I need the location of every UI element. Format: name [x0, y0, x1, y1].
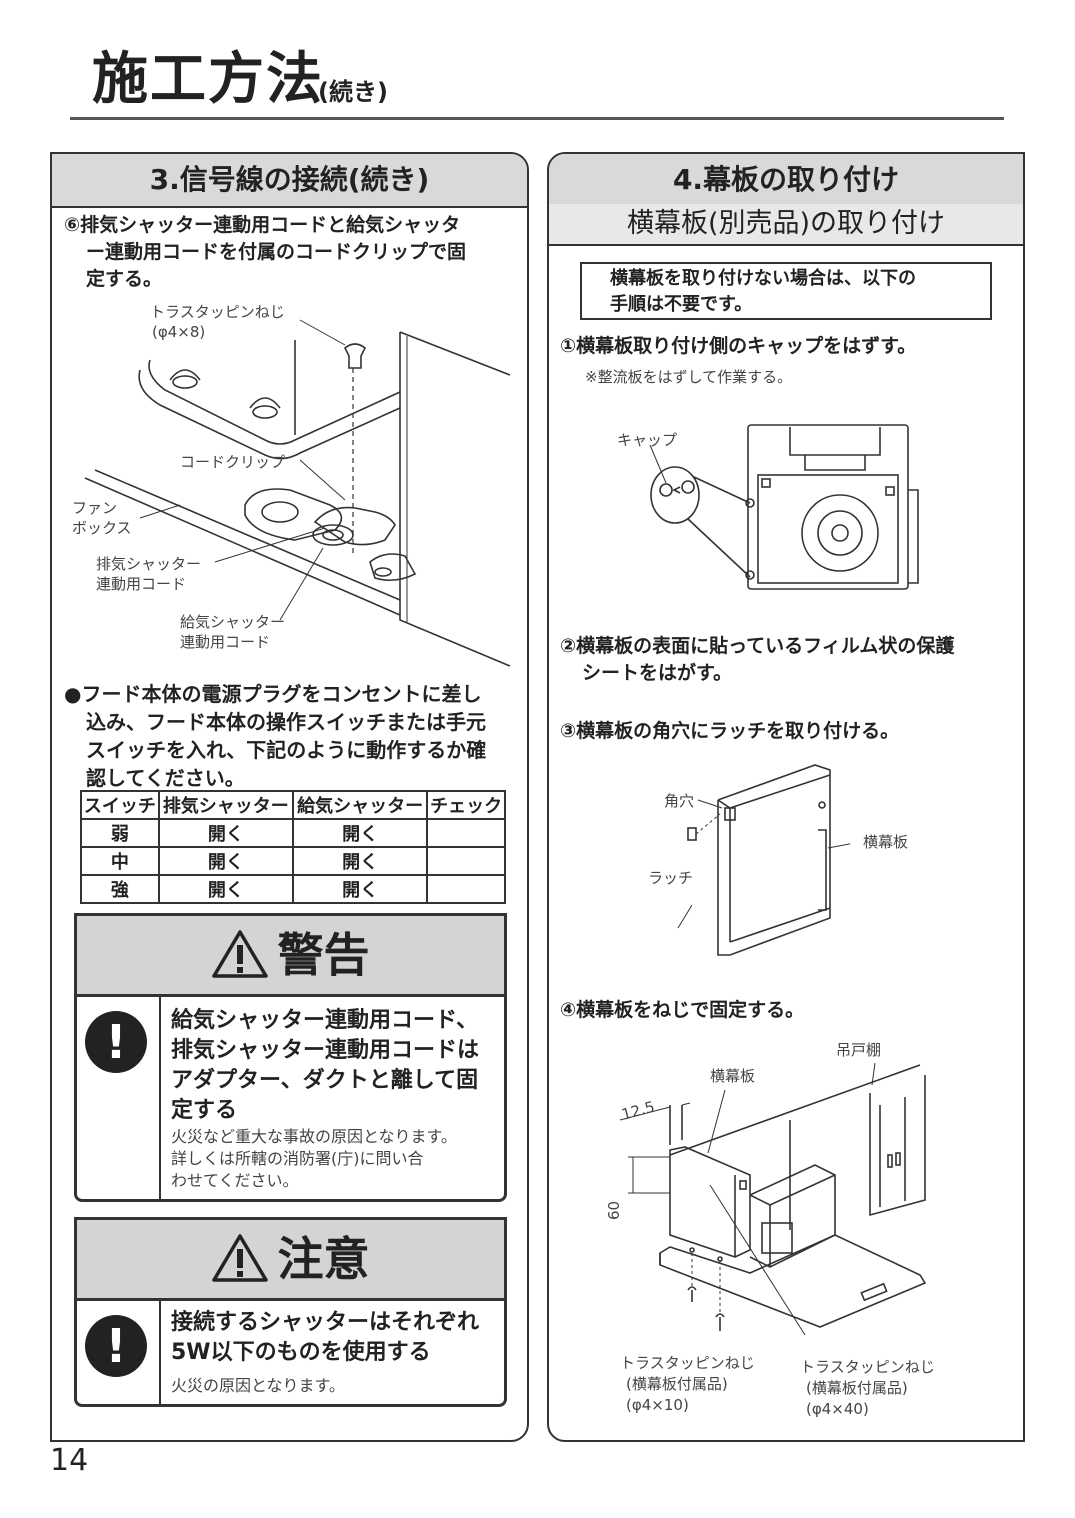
warning-main-text: 給気シャッター連動用コード、 排気シャッター連動用コードは アダプター、ダクトと… [171, 1008, 480, 1123]
caution-sub-text: 火災の原因となります。 [171, 1376, 345, 1395]
label-cabinet: 吊戸棚 [836, 1041, 882, 1059]
table-header-row: スイッチ 排気シャッター 給気シャッター チェック [80, 790, 506, 820]
step2-text: ②横幕板の表面に貼っているフィルム状の保護 シートをはがす。 [560, 635, 955, 684]
label-side-panel-2: 横幕板 [710, 1067, 756, 1085]
label-screw-10: トラスタッピンねじ (横幕板付属品) (φ4×10) [620, 1354, 755, 1414]
warning-sub-text: 火災など重大な事故の原因となります。 詳しくは所轄の消防署(庁)に問い合 わせて… [171, 1127, 457, 1190]
warning-side: ! [77, 997, 161, 1199]
step1-note: ※整流板をはずして作業する。 [585, 368, 793, 386]
cord-clip-figure [84, 319, 511, 667]
label-cap: キャップ [617, 431, 678, 449]
exclamation-icon: ! [85, 1011, 147, 1073]
label-cord-clip: コードクリップ [180, 453, 286, 471]
caution-title: 注意 [277, 1232, 370, 1286]
table-header: スイッチ [80, 790, 160, 820]
table-header: チェック [426, 790, 506, 820]
check-instructions: ●フード本体の電源プラグをコンセントに差し 込み、フード本体の操作スイッチまたは… [64, 682, 487, 790]
right-panel-subheading: 横幕板(別売品)の取り付け [549, 204, 1023, 246]
exclamation-icon: ! [85, 1315, 147, 1377]
check-cell[interactable] [426, 818, 506, 848]
label-exhaust-cord-1: 排気シャッター [96, 555, 202, 573]
warning-triangle-icon [211, 930, 268, 978]
check-cell[interactable] [426, 874, 506, 904]
dimension-60: 60 [605, 1200, 623, 1220]
table-row: 中 開く 開く [80, 846, 506, 876]
right-panel-heading: 4.幕板の取り付け [549, 154, 1023, 208]
left-panel-heading: 3.信号線の接続(続き) [52, 154, 527, 208]
label-fanbox-2: ボックス [72, 519, 132, 537]
label-supply-cord-2: 連動用コード [180, 633, 271, 651]
warning-title: 警告 [277, 928, 370, 982]
caution-main-text: 接続するシャッターはそれぞれ 5W以下のものを使用する [171, 1310, 480, 1365]
title-rule [70, 117, 1004, 120]
check-cell[interactable] [426, 846, 506, 876]
label-square-hole: 角穴 [664, 792, 695, 810]
page-title: 施工方法 [92, 47, 324, 112]
table-row: 強 開く 開く [80, 874, 506, 904]
step1-text: ①横幕板取り付け側のキャップをはずす。 [560, 335, 917, 357]
label-screw-size: (φ4×8) [152, 323, 206, 341]
cap-removal-figure [649, 424, 919, 590]
latch-figure [677, 764, 850, 956]
table-header: 給気シャッター [291, 790, 429, 820]
label-exhaust-cord-2: 連動用コード [96, 575, 187, 593]
caution-box: 注意 ! 接続するシャッターはそれぞれ 5W以下のものを使用する 火災の原因とな… [74, 1217, 507, 1407]
mounting-figure [619, 1062, 927, 1335]
caution-triangle-icon [211, 1234, 268, 1282]
right-panel: 4.幕板の取り付け [547, 152, 1025, 1442]
step6-text: ⑥排気シャッター連動用コードと給気シャッタ ー連動用コードを付属のコードクリップ… [64, 214, 467, 290]
warning-box: 警告 ! 給気シャッター連動用コード、 排気シャッター連動用コードは アダプター… [74, 913, 507, 1202]
step3-text: ③横幕板の角穴にラッチを取り付ける。 [560, 720, 900, 742]
label-screw: トラスタッピンねじ [150, 303, 285, 321]
label-supply-cord-1: 給気シャッター [180, 613, 286, 631]
table-row: 弱 開く 開く [80, 818, 506, 848]
label-screw-40: トラスタッピンねじ (横幕板付属品) (φ4×40) [800, 1358, 935, 1418]
notice-box: 横幕板を取り付けない場合は、以下の 手順は不要です。 [580, 262, 992, 320]
warning-header: 警告 [77, 916, 504, 997]
step4-text: ④横幕板をねじで固定する。 [560, 999, 805, 1021]
operation-check-table: スイッチ 排気シャッター 給気シャッター チェック 弱 開く 開く 中 開く 開… [80, 790, 506, 904]
label-side-panel: 横幕板 [863, 833, 909, 851]
table-header: 排気シャッター [157, 790, 294, 820]
page-number: 14 [50, 1443, 89, 1478]
page-title-sub: (続き) [318, 78, 388, 106]
label-latch: ラッチ [648, 869, 694, 887]
label-fanbox-1: ファン [72, 499, 118, 517]
caution-header: 注意 [77, 1220, 504, 1301]
caution-side: ! [77, 1301, 161, 1404]
